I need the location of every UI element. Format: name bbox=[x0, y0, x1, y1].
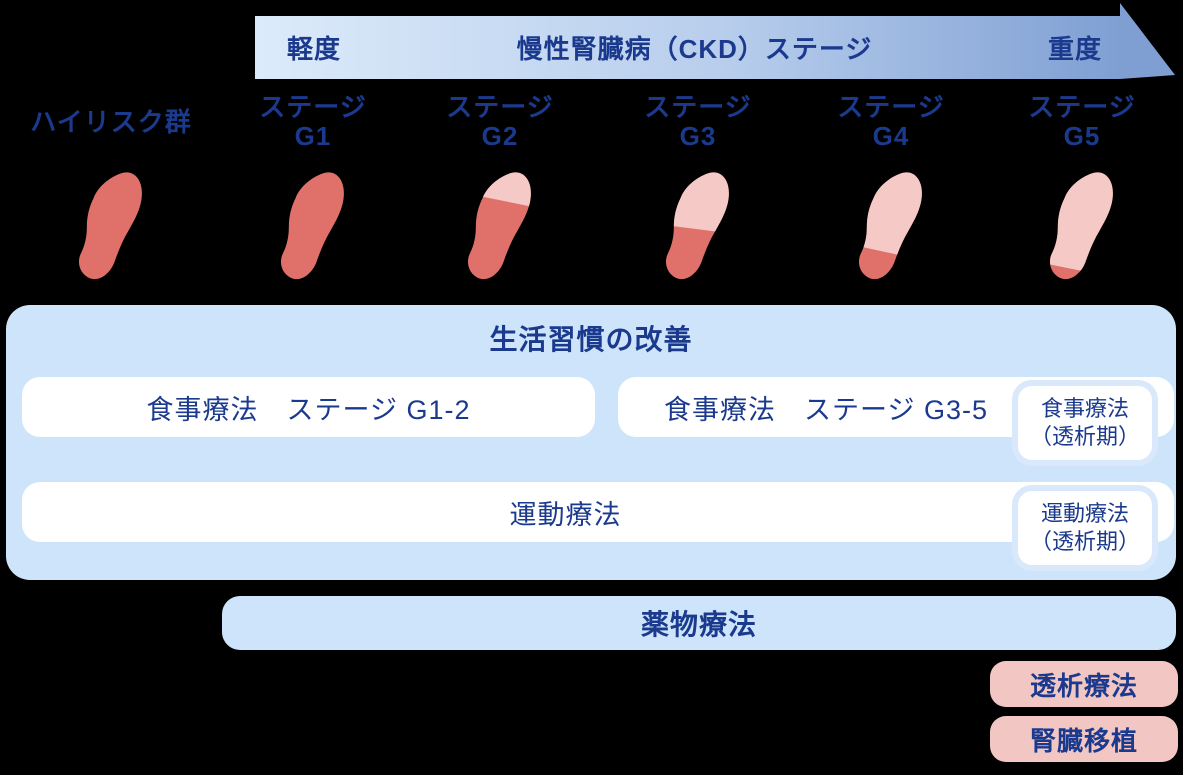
drug-therapy-box: 薬物療法 bbox=[222, 596, 1176, 650]
drug-therapy-label: 薬物療法 bbox=[640, 609, 757, 640]
stage-label-line1: ステージ bbox=[644, 92, 752, 122]
stage-label-line2: G5 bbox=[1063, 121, 1101, 151]
kidney-icon bbox=[467, 172, 531, 280]
stage-label-line2: G3 bbox=[679, 121, 717, 151]
kidney-transplant-label: 腎臓移植 bbox=[1029, 725, 1138, 756]
banner-mild-label: 軽度 bbox=[287, 34, 342, 64]
stage-label-line1: ステージ bbox=[837, 92, 945, 122]
diet-therapy-g35-label: 食事療法 ステージ G3-5 bbox=[664, 394, 988, 425]
stage-label-line1: ステージ bbox=[259, 92, 367, 122]
stage-label-line2: G4 bbox=[872, 121, 910, 151]
banner-title: 慢性腎臓病（CKD）ステージ bbox=[516, 34, 873, 64]
kidney-icon bbox=[858, 172, 922, 280]
kidney-icon-g5 bbox=[1046, 170, 1118, 289]
lifestyle-panel: 生活習慣の改善 食事療法 ステージ G1-2 食事療法 ステージ G3-5 食事… bbox=[6, 305, 1176, 580]
exercise-therapy-dialysis-line2: （透析期） bbox=[1029, 529, 1140, 554]
exercise-therapy-dialysis-box: 運動療法 （透析期） bbox=[1012, 485, 1158, 571]
dialysis-therapy-label: 透析療法 bbox=[1029, 670, 1138, 701]
dialysis-therapy-box: 透析療法 bbox=[990, 661, 1178, 707]
stage-label-line1: ステージ bbox=[446, 92, 554, 122]
kidney-icon bbox=[280, 172, 344, 280]
kidney-icon-g1 bbox=[277, 170, 349, 289]
stage-label-line1: ハイリスク群 bbox=[30, 106, 192, 137]
severity-arrow-banner: 軽度 慢性腎臓病（CKD）ステージ 重度 bbox=[255, 16, 1120, 79]
kidney-icon bbox=[665, 172, 729, 280]
exercise-therapy-label: 運動療法 bbox=[509, 499, 622, 530]
arrowhead-icon bbox=[1120, 3, 1175, 79]
lifestyle-title: 生活習慣の改善 bbox=[489, 324, 693, 355]
diet-therapy-dialysis-line1: 食事療法 bbox=[1040, 396, 1129, 421]
diet-therapy-g12-box: 食事療法 ステージ G1-2 bbox=[22, 377, 595, 437]
banner-severe-label: 重度 bbox=[1047, 34, 1102, 64]
stage-label-line2: G1 bbox=[294, 121, 332, 151]
stage-label-highrisk: ハイリスク群 bbox=[21, 92, 201, 152]
kidney-icon-g2 bbox=[464, 170, 536, 289]
exercise-therapy-box: 運動療法 bbox=[22, 482, 1174, 542]
kidney-icon bbox=[78, 172, 142, 280]
diet-therapy-dialysis-line2: （透析期） bbox=[1029, 424, 1140, 449]
stage-label-line1: ステージ bbox=[1028, 92, 1136, 122]
kidney-icon bbox=[1049, 172, 1113, 280]
kidney-icon-highrisk bbox=[75, 170, 147, 289]
kidney-icon-g4 bbox=[855, 170, 927, 289]
diet-therapy-g12-label: 食事療法 ステージ G1-2 bbox=[146, 394, 471, 425]
exercise-therapy-dialysis-line1: 運動療法 bbox=[1040, 501, 1129, 526]
stage-label-line2: G2 bbox=[481, 121, 519, 151]
kidney-icon-g3 bbox=[662, 170, 734, 289]
kidney-transplant-box: 腎臓移植 bbox=[990, 716, 1178, 762]
diet-therapy-dialysis-box: 食事療法 （透析期） bbox=[1012, 380, 1158, 466]
